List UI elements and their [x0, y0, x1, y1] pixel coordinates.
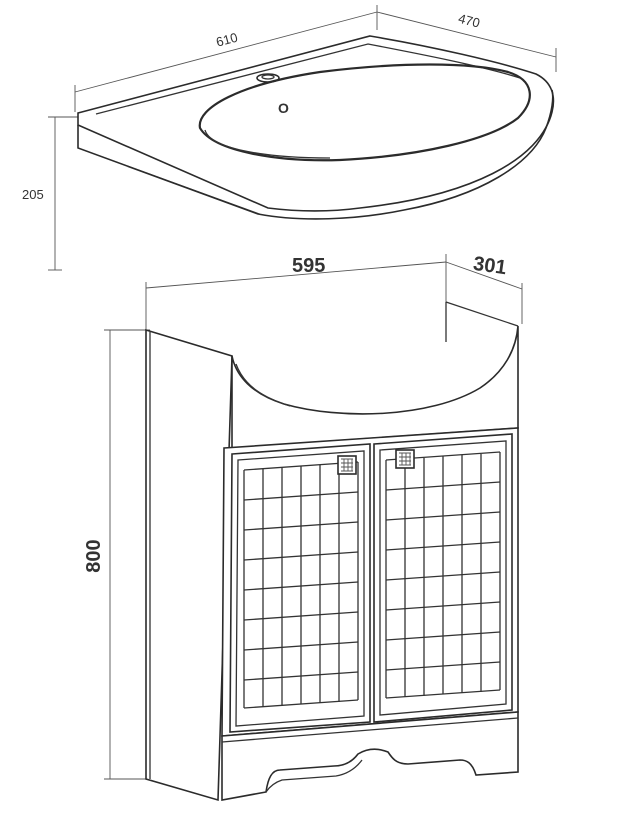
left-door[interactable]	[229, 443, 371, 733]
cabinet-height-label: 800	[83, 539, 105, 572]
sink-height-dimension: 205	[22, 116, 78, 271]
sink-depth-dimension: 470	[376, 11, 557, 72]
right-door-handle[interactable]	[395, 449, 415, 469]
right-door[interactable]	[373, 433, 513, 723]
cabinet-width-label: 595	[292, 255, 325, 277]
overflow-hole-label: O	[278, 100, 289, 116]
right-door-lattice	[385, 451, 501, 699]
cabinet-height-dimension: 800	[83, 329, 150, 780]
left-door-handle[interactable]	[337, 455, 357, 475]
sink-height-label: 205	[22, 187, 44, 202]
sink-drawing: 610 470 205 O	[22, 5, 557, 271]
cabinet-side-panel	[145, 328, 233, 802]
tap-hole	[256, 73, 280, 83]
sink-body	[77, 89, 554, 220]
sink-width-dimension: 610	[74, 5, 378, 112]
cabinet-plinth	[221, 711, 519, 801]
sink-rim	[77, 35, 555, 212]
sink-depth-label: 470	[457, 11, 482, 31]
cabinet-depth-label: 301	[472, 253, 508, 279]
cabinet-top-frame	[231, 325, 519, 449]
sink-bowl	[198, 63, 531, 162]
cabinet-drawing: 595 301 800	[83, 253, 523, 802]
sink-width-label: 610	[214, 30, 239, 50]
left-door-lattice	[243, 461, 359, 709]
cabinet-width-dimension: 595	[145, 254, 447, 330]
cabinet-depth-dimension: 301	[445, 253, 523, 324]
